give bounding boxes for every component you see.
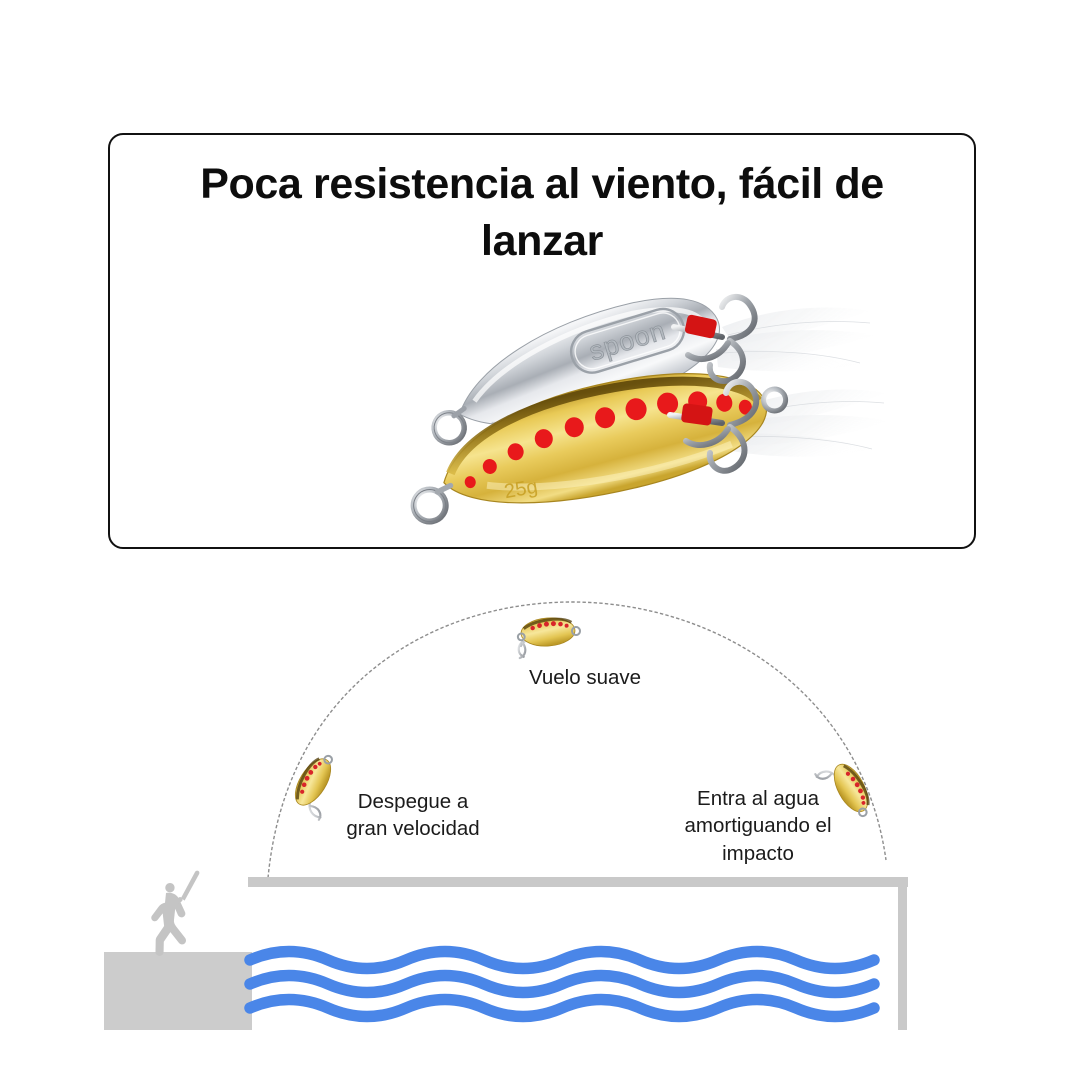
lure-marker-apex — [516, 617, 582, 660]
wave-line-3 — [244, 993, 880, 1023]
lure-marker-entry — [814, 763, 870, 818]
scene-frame-top — [248, 877, 908, 887]
flight-arc-path — [267, 601, 887, 879]
label-vuelo-suave: Vuelo suave — [528, 666, 642, 689]
feature-card: Poca resistencia al viento, fácil de lan… — [108, 133, 976, 549]
feather-dressing-icon — [716, 307, 890, 457]
water-scene — [104, 870, 1080, 1040]
label-despegue-gran-velocidad: Despegue a gran velocidad — [346, 790, 480, 841]
casting-trajectory-diagram: Vuelo suave Despegue a gran velocidad En… — [0, 560, 1080, 1080]
page-title: Poca resistencia al viento, fácil de lan… — [200, 160, 884, 265]
product-photo-spoon-lures: spoon — [330, 275, 958, 525]
scene-frame-right-cap — [898, 877, 907, 1030]
water-waves — [244, 945, 880, 1023]
wave-line-2 — [244, 969, 880, 999]
hook-thread-wrap-lower — [681, 403, 713, 426]
hook-thread-wrap-upper — [684, 314, 717, 339]
label-entra-al-agua: Entra al agua amortiguando el impacto — [684, 787, 832, 865]
pier-platform — [104, 952, 252, 1030]
angler-silhouette — [151, 870, 200, 956]
wave-line-1 — [244, 945, 880, 975]
lure-marker-takeoff — [294, 754, 333, 821]
